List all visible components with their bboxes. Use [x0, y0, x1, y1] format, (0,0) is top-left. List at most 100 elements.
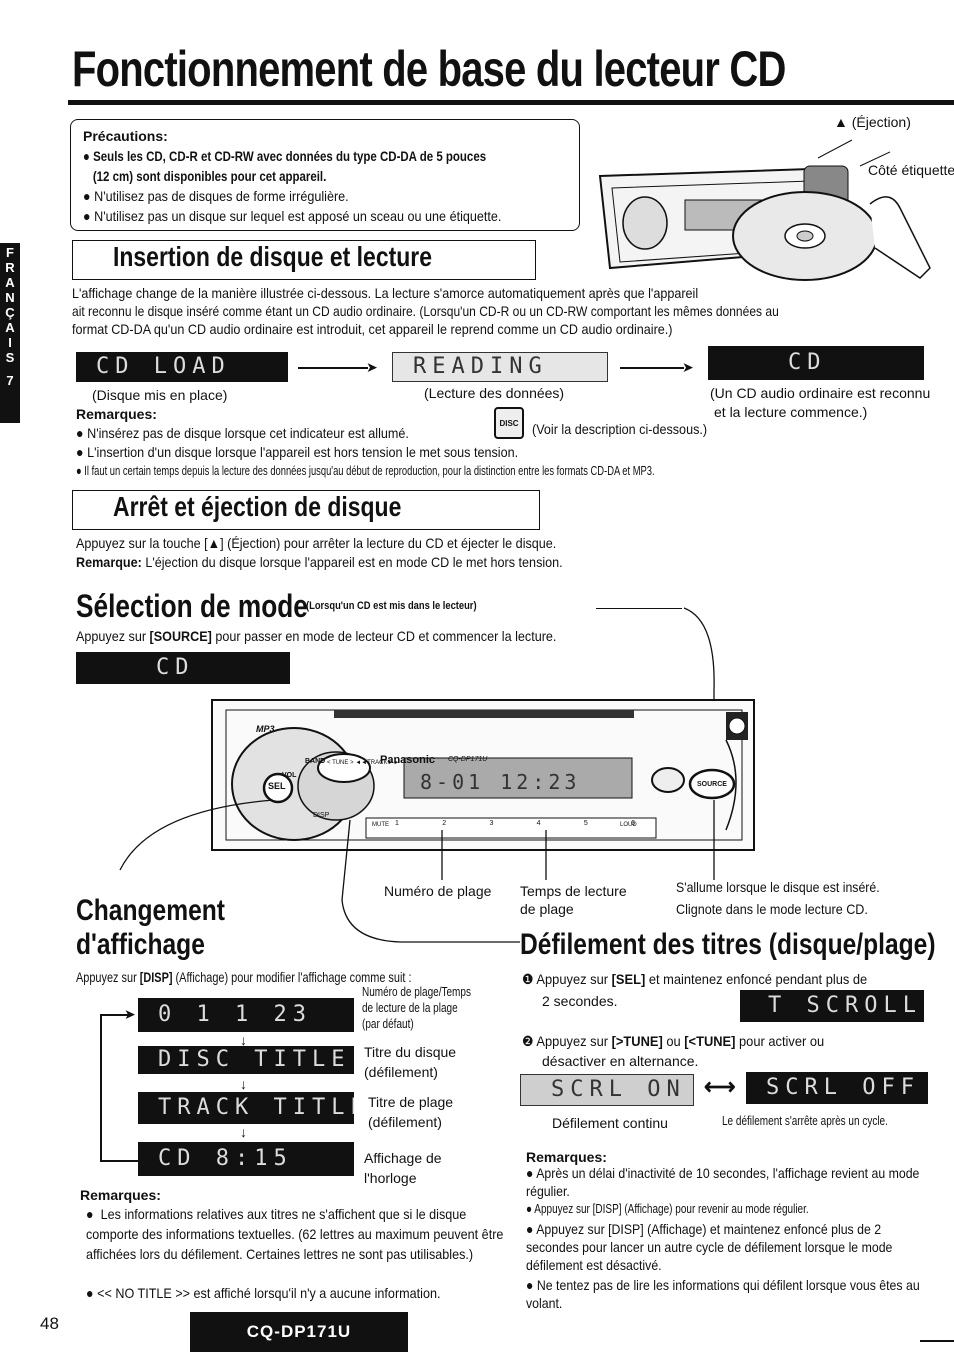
lcd-display-step: DISC TITLE [138, 1046, 354, 1074]
remarks-heading: Remarques: [526, 1149, 607, 1165]
tune-left-key-label: [<TUNE] [684, 1033, 736, 1049]
callout-line [596, 608, 682, 610]
remark-text: Appuyez sur [DISP] (Affichage) et mainte… [526, 1221, 893, 1273]
selection-heading: Sélection de mode [76, 588, 359, 625]
callout-track-number: Numéro de plage [384, 883, 492, 899]
insertion-paragraph-line: L'affichage change de la manière illustr… [72, 285, 699, 301]
arret-text: ] (Éjection) pour arrêter la lecture du … [220, 535, 557, 551]
bullet-icon: ● [526, 1221, 537, 1237]
side-tab-page-ref: 7 [6, 373, 14, 388]
title-rule [68, 100, 954, 105]
selection-text: Appuyez sur [76, 628, 150, 644]
bullet-icon: ● [86, 1206, 101, 1222]
arrow-line [298, 367, 368, 369]
precautions-item: N'utilisez pas de disques de forme irrég… [83, 186, 519, 206]
cycle-line [100, 1160, 138, 1162]
lcd-display-step: 0 1 1 23 [138, 998, 354, 1032]
step-label-line: Titre de plage [368, 1094, 454, 1110]
disp-button: DISP [313, 812, 330, 819]
source-key-label: [SOURCE] [149, 628, 212, 644]
step-label-line: (par défaut) [362, 1017, 414, 1031]
page-title: Fonctionnement de base du lecteur CD [72, 41, 786, 97]
toggle-arrow-icon: ⟷ [704, 1074, 736, 1099]
remark-item: (Voir la description ci-dessous.) [532, 421, 708, 437]
remark-item: ● Les informations relatives aux titres … [86, 1204, 509, 1264]
cycle-line [100, 1014, 130, 1016]
bullet-icon: ● [526, 1277, 537, 1293]
language-side-tab: F R A N Ç A I S 7 [0, 243, 20, 423]
step-label: Numéro de plage/Temps de lecture de la p… [362, 984, 471, 1032]
callout-disc-indicator: Clignote dans le mode lecture CD. [676, 901, 868, 917]
lcd-display-step: CD 8:15 [138, 1142, 354, 1176]
selection-heading-text: Sélection de mode [76, 588, 308, 624]
remark-text: << NO TITLE >> est affiché lorsqu'il n'y… [97, 1285, 441, 1301]
preset-button: 1 [395, 820, 399, 827]
changement-text: Appuyez sur [76, 969, 140, 985]
sel-button: SEL [268, 781, 286, 791]
preset-button: 3 [489, 820, 494, 827]
changement-heading-line1: Changement [76, 894, 225, 927]
step-label-line: (défilement) [364, 1064, 438, 1080]
mute-button: MUTE [372, 822, 389, 828]
lcd-display-cd: CD [708, 346, 924, 380]
section-heading-arret: Arrêt et éjection de disque [72, 490, 540, 530]
bullet-icon: ● [86, 1285, 98, 1301]
lcd-display-reading: READING [392, 352, 608, 382]
model-badge: CQ-DP171U [190, 1312, 408, 1352]
remark-item: ● << NO TITLE >> est affiché lorsqu'il n… [86, 1284, 440, 1302]
changement-heading-line2: d'affichage [76, 928, 205, 961]
remark-item: N'insérez pas de disque lorsque cet indi… [76, 424, 409, 442]
remark-item: ● Ne tentez pas de lire les informations… [526, 1276, 931, 1312]
step-text: Appuyez sur [533, 971, 612, 987]
connector-lines [119, 800, 520, 943]
mp3-logo: MP3 [256, 724, 275, 734]
arrow-line [620, 367, 684, 369]
preset-button: 4 [536, 820, 541, 827]
defilement-step1: ❶ Appuyez sur [SEL] et maintenez enfoncé… [522, 970, 867, 988]
remark-text: Après un délai d'inactivité de 10 second… [526, 1165, 920, 1199]
selection-instruction: Appuyez sur [SOURCE] pour passer en mode… [76, 627, 556, 645]
remark-item: ● Appuyez sur [DISP] (Affichage) pour re… [526, 1202, 809, 1216]
display-caption: (Lecture des données) [424, 385, 565, 401]
lcd-display-scroll: T SCROLL [740, 990, 924, 1022]
callout-play-time: de plage [520, 901, 574, 917]
band-button: BAND [305, 758, 326, 765]
lcd-display-scroll-on: SCRL ON [520, 1074, 694, 1106]
side-tab-letter: N [5, 290, 15, 305]
device-lcd-readout: 8-01 12:23 [420, 770, 581, 794]
disc-indicator-icon: DISC [494, 407, 524, 439]
preset-button: 6 [631, 820, 635, 827]
step-text: Appuyez sur [533, 1033, 612, 1049]
bullet-icon: ● [526, 1165, 537, 1181]
selection-text: pour passer en mode de lecteur CD et com… [211, 628, 557, 644]
changement-intro: Appuyez sur [DISP] (Affichage) pour modi… [76, 968, 412, 986]
brand-logo: Panasonic [380, 754, 436, 766]
section-heading-insertion: Insertion de disque et lecture [72, 240, 536, 280]
insertion-paragraph-line: ait reconnu le disque inséré comme étant… [72, 303, 779, 319]
step-label-line: l'horloge [364, 1170, 417, 1186]
display-caption: (Disque mis en place) [92, 387, 228, 403]
precautions-item: (12 cm) sont disponibles pour cet appare… [92, 168, 327, 184]
device-disc-illustration [598, 139, 931, 281]
display-caption: (Un CD audio ordinaire est reconnu [710, 385, 931, 401]
step-label-line: de lecture de la plage [362, 1001, 458, 1015]
remark-item: ● Après un délai d'inactivité de 10 seco… [526, 1164, 931, 1200]
section-heading-text: Arrêt et éjection de disque [113, 491, 402, 522]
remarks-heading: Remarques: [80, 1187, 161, 1203]
side-tab-letter: R [5, 260, 15, 275]
defilement-step2: ❷ Appuyez sur [>TUNE] ou [<TUNE] pour ac… [522, 1032, 824, 1050]
down-arrow-icon: ↓ [240, 1032, 247, 1048]
eject-label: ▲ (Éjection) [834, 114, 911, 130]
changement-text: (Affichage) pour modifier l'affichage co… [172, 969, 412, 985]
preset-buttons: 1 2 3 4 5 6 [395, 820, 635, 827]
step-label-line: Titre du disque [364, 1044, 457, 1060]
defilement-heading: Défilement des titres (disque/plage) [520, 928, 936, 961]
disp-key-label: [DISP] [139, 969, 173, 985]
remark-text: Appuyez sur [DISP] (Affichage) pour reve… [534, 1202, 809, 1216]
preset-button: 5 [583, 820, 588, 827]
model-small-label: CQ-DP171U [448, 756, 488, 763]
arret-text: Appuyez sur la touche [ [76, 535, 208, 551]
display-caption: et la lecture commence.) [714, 404, 868, 420]
sel-key-label: [SEL] [611, 971, 646, 987]
cycle-arrow-icon: ➤ [124, 1006, 136, 1022]
